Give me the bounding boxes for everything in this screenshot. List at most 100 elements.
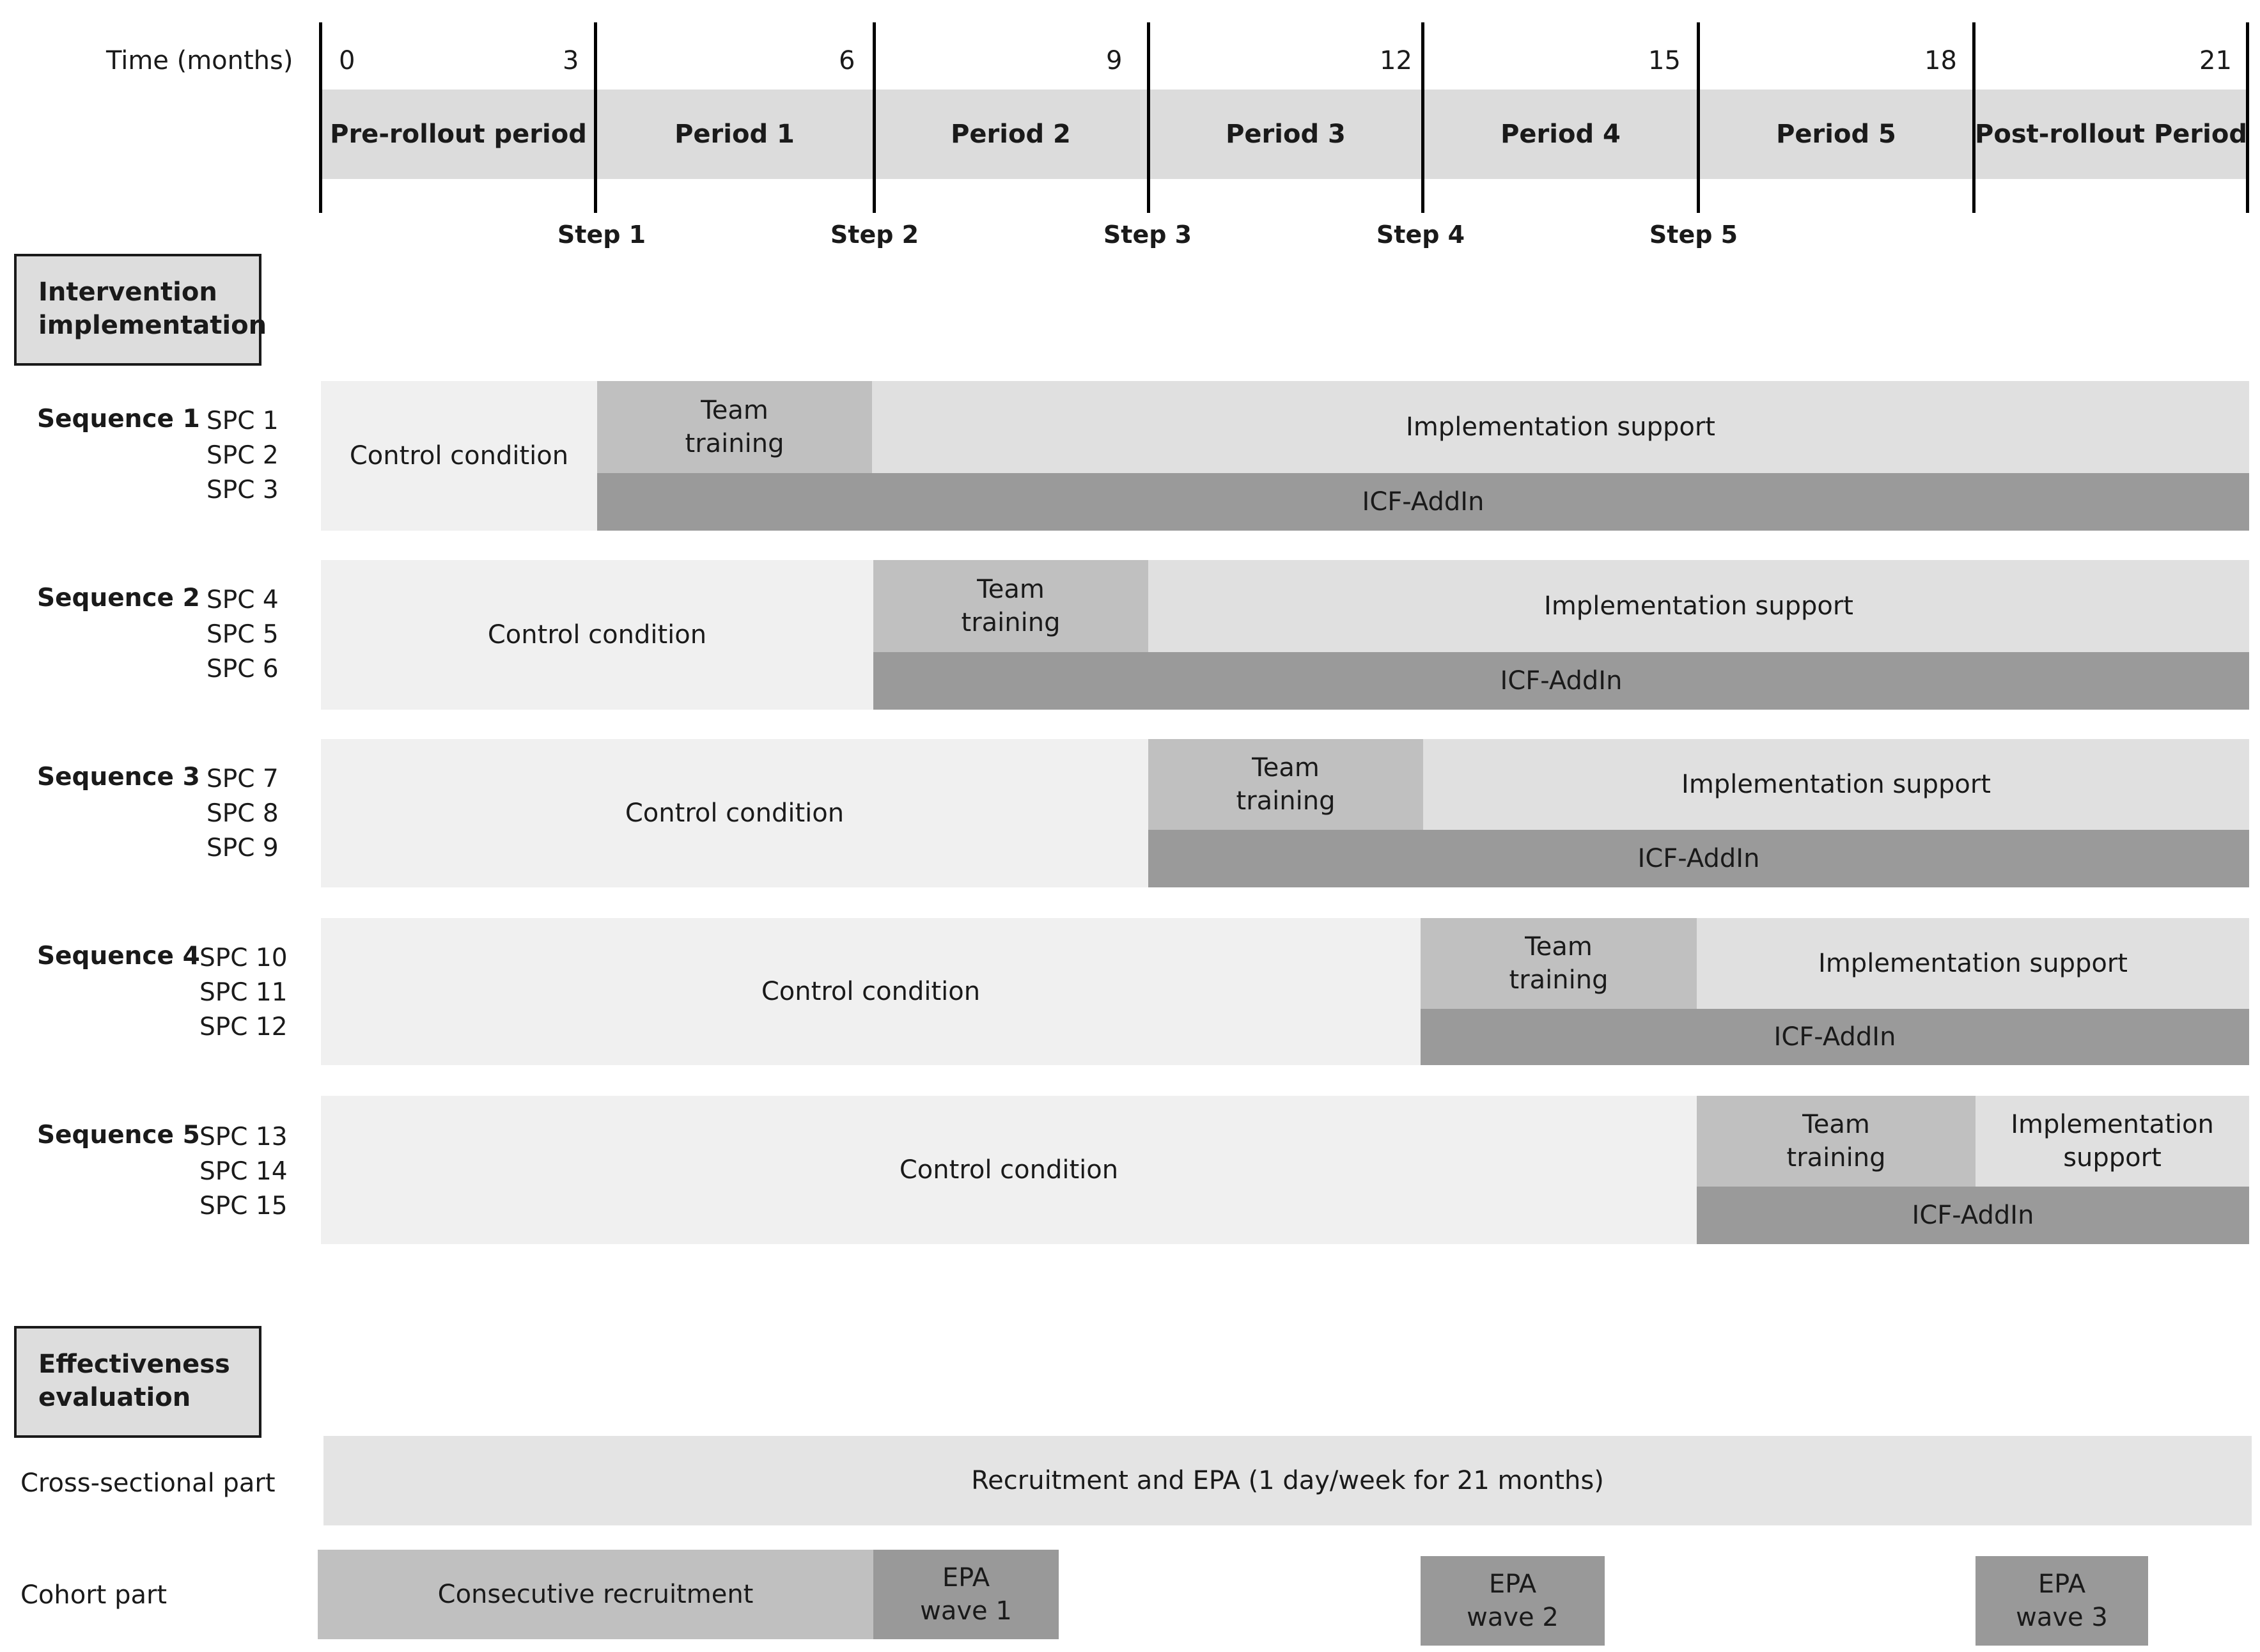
period-label: Post-rollout Period (1975, 120, 2247, 149)
spc-item: SPC 5 (207, 620, 279, 649)
control-condition-block: Control condition (321, 381, 597, 531)
team-training-line: training (1509, 965, 1609, 995)
implementation-support-block: Implementation support (1976, 1096, 2249, 1187)
time-axis-label: Time (months) (106, 46, 293, 75)
spc-item: SPC 11 (199, 978, 288, 1007)
spc-item: SPC 14 (199, 1157, 288, 1186)
timeline-tick-line (1147, 22, 1150, 213)
period-band (321, 90, 2249, 179)
tick-label: 6 (839, 46, 855, 75)
spc-list: SPC 13 SPC 14 SPC 15 (199, 1120, 288, 1224)
icf-addin-block: ICF-AddIn (1697, 1187, 2249, 1244)
spc-item: SPC 10 (199, 944, 288, 972)
step-label: Step 2 (830, 221, 919, 249)
epa-wave-line: wave 3 (2016, 1603, 2108, 1632)
team-training-line: Team (1802, 1110, 1870, 1139)
spc-list: SPC 7 SPC 8 SPC 9 (207, 762, 279, 866)
sequence-label: Sequence 2 (37, 584, 200, 612)
tick-label: 15 (1648, 46, 1681, 75)
spc-item: SPC 13 (199, 1123, 288, 1151)
period-label: Period 5 (1776, 120, 1896, 149)
implementation-support-line: Implementation (2011, 1110, 2214, 1139)
implementation-support-block: Implementation support (1423, 739, 2249, 830)
sequence-label: Sequence 1 (37, 405, 200, 433)
step-label: Step 5 (1649, 221, 1738, 249)
step-label: Step 3 (1103, 221, 1192, 249)
heading-line: evaluation (38, 1383, 191, 1412)
epa-wave-line: wave 1 (920, 1596, 1012, 1626)
icf-addin-block: ICF-AddIn (1148, 830, 2249, 887)
consecutive-recruitment-block: Consecutive recruitment (318, 1550, 873, 1639)
implementation-support-line: support (2063, 1143, 2162, 1173)
control-condition-block: Control condition (321, 560, 873, 710)
heading-line: implementation (38, 311, 267, 340)
team-training-block: Team training (873, 560, 1148, 652)
sequence-label: Sequence 3 (37, 763, 200, 791)
tick-label: 12 (1380, 46, 1412, 75)
period-label: Pre-rollout period (330, 120, 587, 149)
icf-addin-block: ICF-AddIn (873, 652, 2249, 710)
icf-addin-block: ICF-AddIn (597, 473, 2249, 531)
cross-sectional-label: Cross-sectional part (20, 1469, 276, 1498)
icf-addin-block: ICF-AddIn (1421, 1009, 2249, 1065)
spc-item: SPC 7 (207, 765, 279, 793)
implementation-support-block: Implementation support (872, 381, 2249, 473)
spc-item: SPC 8 (207, 799, 279, 828)
tick-label: 18 (1924, 46, 1957, 75)
spc-item: SPC 6 (207, 655, 279, 683)
spc-item: SPC 15 (199, 1192, 288, 1220)
epa-wave-line: EPA (1488, 1570, 1537, 1599)
team-training-line: Team (977, 575, 1045, 604)
spc-list: SPC 4 SPC 5 SPC 6 (207, 583, 279, 687)
period-label: Period 2 (951, 120, 1071, 149)
epa-wave-line: EPA (942, 1563, 990, 1593)
timeline-tick-line (1972, 22, 1976, 213)
control-condition-block: Control condition (321, 739, 1148, 887)
period-label: Period 4 (1500, 120, 1621, 149)
control-condition-block: Control condition (321, 1096, 1697, 1244)
step-label: Step 1 (557, 221, 646, 249)
implementation-support-block: Implementation support (1697, 918, 2249, 1009)
period-label: Period 3 (1226, 120, 1346, 149)
tick-label: 3 (563, 46, 579, 75)
team-training-line: training (1236, 786, 1336, 816)
epa-wave-line: EPA (2038, 1570, 2086, 1599)
team-training-line: training (685, 429, 784, 458)
timeline-tick-line (2246, 22, 2249, 213)
spc-list: SPC 1 SPC 2 SPC 3 (207, 404, 279, 508)
epa-wave-block: EPA wave 2 (1421, 1556, 1605, 1646)
heading-line: Intervention (38, 277, 217, 307)
cross-sectional-bar: Recruitment and EPA (1 day/week for 21 m… (323, 1436, 2252, 1525)
team-training-line: Team (1525, 932, 1593, 962)
period-label: Period 1 (674, 120, 795, 149)
tick-label: 9 (1106, 46, 1123, 75)
intervention-implementation-heading: Intervention implementation (14, 254, 267, 366)
spc-item: SPC 1 (207, 407, 279, 435)
timeline-tick-line (594, 22, 597, 213)
control-condition-block: Control condition (321, 918, 1421, 1065)
spc-list: SPC 10 SPC 11 SPC 12 (199, 941, 288, 1045)
sequence-label: Sequence 4 (37, 942, 200, 970)
tick-label: 0 (339, 46, 355, 75)
spc-item: SPC 4 (207, 586, 279, 614)
spc-item: SPC 3 (207, 476, 279, 504)
epa-wave-line: wave 2 (1467, 1603, 1559, 1632)
team-training-line: training (961, 608, 1061, 637)
timeline-tick-line (1421, 22, 1424, 213)
spc-item: SPC 12 (199, 1013, 288, 1041)
implementation-support-block: Implementation support (1148, 560, 2249, 652)
team-training-line: Team (1252, 753, 1320, 783)
tick-label: 21 (2199, 46, 2232, 75)
spc-item: SPC 9 (207, 834, 279, 862)
timeline-tick-line (319, 22, 322, 213)
effectiveness-evaluation-heading: Effectiveness evaluation (14, 1326, 261, 1438)
timeline-tick-line (873, 22, 876, 213)
sequence-label: Sequence 5 (37, 1121, 200, 1149)
spc-item: SPC 2 (207, 441, 279, 470)
heading-line: Effectiveness (38, 1350, 230, 1379)
